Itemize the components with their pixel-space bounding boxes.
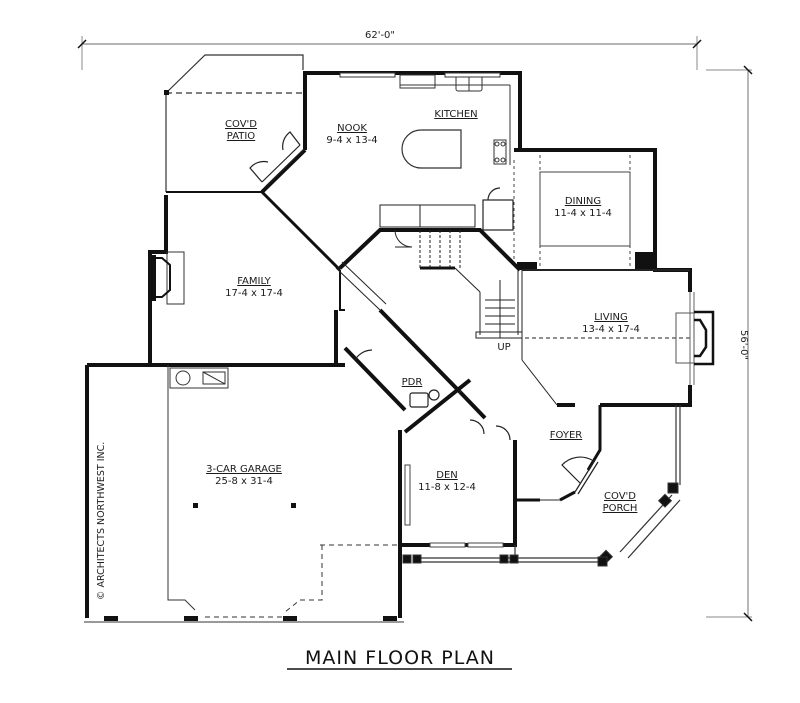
room-label-dining: DINING 11-4 x 11-4 — [554, 196, 612, 219]
garage-door-posts — [104, 616, 397, 621]
foyer-walls — [515, 405, 602, 502]
covered-patio-outline — [164, 54, 304, 192]
plan-title: MAIN FLOOR PLAN — [305, 647, 495, 669]
room-label-kitchen: KITCHEN — [434, 109, 477, 120]
svg-text:LIVING: LIVING — [594, 312, 628, 323]
room-label-nook: NOOK 9-4 x 13-4 — [326, 123, 377, 146]
stairs — [335, 204, 523, 339]
den-doors — [469, 419, 511, 441]
svg-text:11-4 x 11-4: 11-4 x 11-4 — [554, 208, 612, 219]
svg-text:DINING: DINING — [565, 196, 601, 207]
foyer-entry-door — [540, 456, 599, 501]
porch-columns — [402, 482, 679, 567]
family-room-walls — [166, 190, 345, 365]
depth-dimension-label: 56'-0" — [738, 330, 749, 360]
dining-walls — [517, 252, 653, 270]
svg-text:FAMILY: FAMILY — [237, 276, 271, 287]
room-label-covd-patio: COV'D PATIO — [225, 119, 257, 142]
svg-text:PDR: PDR — [402, 377, 423, 388]
exterior-walls — [85, 71, 692, 618]
stair-up-label: UP — [497, 342, 510, 353]
garage-columns — [193, 503, 296, 508]
svg-text:PORCH: PORCH — [603, 503, 638, 514]
room-label-covd-porch: COV'D PORCH — [603, 491, 638, 514]
svg-text:25-8 x 31-4: 25-8 x 31-4 — [215, 476, 273, 487]
living-room-outline — [521, 269, 695, 406]
kitchen-island-icon — [401, 129, 462, 169]
room-label-living: LIVING 13-4 x 17-4 — [582, 312, 640, 335]
svg-text:11-8 x 12-4: 11-8 x 12-4 — [418, 482, 476, 493]
den-windows — [404, 464, 504, 548]
garage-lines — [84, 365, 404, 623]
width-dimension-label: 62'-0" — [365, 30, 395, 41]
svg-text:PATIO: PATIO — [227, 131, 256, 142]
dimension-width: 62'-0" — [77, 30, 702, 70]
room-label-garage: 3-CAR GARAGE 25-8 x 31-4 — [206, 464, 282, 487]
family-fireplace-icon — [150, 251, 185, 305]
patio-doors — [249, 131, 305, 187]
svg-text:COV'D: COV'D — [225, 119, 257, 130]
room-label-pdr: PDR — [402, 377, 423, 388]
water-heater-icon — [169, 367, 229, 389]
svg-text:13-4 x 17-4: 13-4 x 17-4 — [582, 324, 640, 335]
svg-text:9-4 x 13-4: 9-4 x 13-4 — [326, 135, 377, 146]
dining-room-outline — [513, 155, 631, 268]
hall-walls — [343, 308, 487, 420]
svg-text:FOYER: FOYER — [550, 430, 583, 441]
svg-text:3-CAR GARAGE: 3-CAR GARAGE — [206, 464, 282, 475]
living-fireplace-icon — [675, 310, 715, 366]
svg-text:17-4 x 17-4: 17-4 x 17-4 — [225, 288, 283, 299]
svg-text:KITCHEN: KITCHEN — [434, 109, 477, 120]
svg-text:NOOK: NOOK — [337, 123, 367, 134]
room-label-family: FAMILY 17-4 x 17-4 — [225, 276, 283, 299]
dimension-depth: 56'-0" — [706, 65, 753, 622]
pantry-door — [482, 187, 514, 231]
room-label-foyer: FOYER — [550, 430, 583, 441]
powder-room — [354, 349, 440, 408]
kitchen-counters — [339, 72, 511, 165]
svg-text:DEN: DEN — [436, 470, 458, 481]
svg-text:COV'D: COV'D — [604, 491, 636, 502]
room-label-den: DEN 11-8 x 12-4 — [418, 470, 476, 493]
copyright-notice: © ARCHITECTS NORTHWEST INC. — [96, 442, 107, 600]
